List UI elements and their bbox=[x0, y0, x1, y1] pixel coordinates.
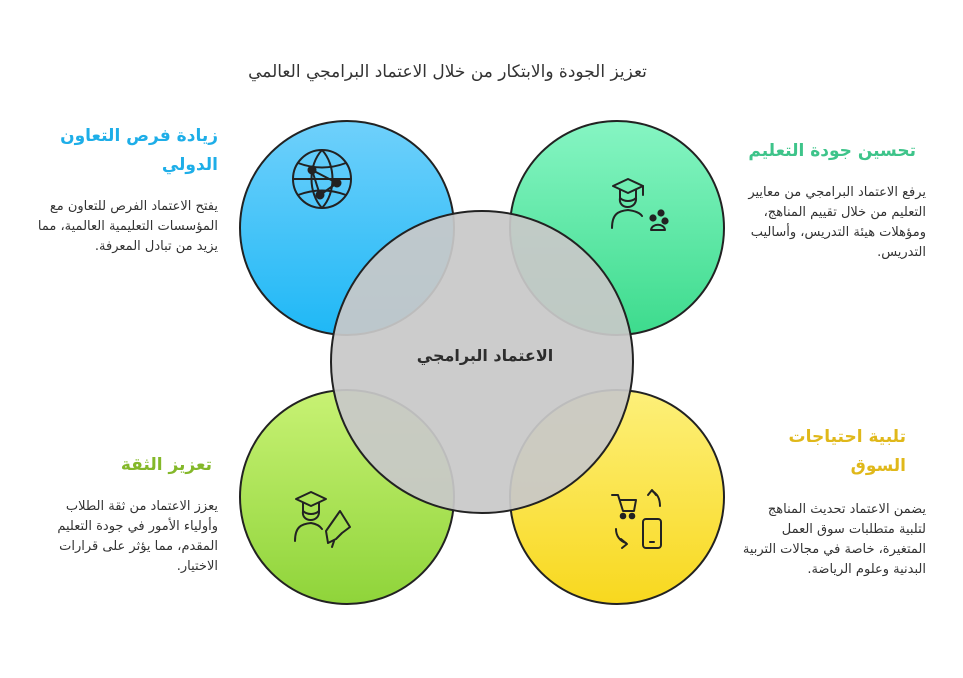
center-label: الاعتماد البرامجي bbox=[416, 346, 554, 365]
section-body-cooperation: يفتح الاعتماد الفرص للتعاون مع المؤسسات … bbox=[37, 199, 218, 254]
section-body-trust: يعزز الاعتماد من ثقة الطلاب وأولياء الأم… bbox=[57, 499, 218, 574]
section-title-quality: تحسين جودة التعليم bbox=[748, 141, 916, 161]
section-title-trust: تعزيز الثقة bbox=[120, 455, 212, 475]
section-title-cooperation: زيادة فرص التعاون الدولي bbox=[60, 126, 218, 175]
globe-network-icon bbox=[292, 149, 352, 209]
graduate-student-icon bbox=[611, 178, 669, 231]
section-title-market: تلبية احتياجات السوق bbox=[788, 427, 907, 476]
circle-center bbox=[330, 210, 634, 514]
page-title: تعزيز الجودة والابتكار من خلال الاعتماد … bbox=[248, 62, 647, 82]
cart-mobile-exchange-icon bbox=[611, 489, 662, 549]
section-body-market: يضمن الاعتماد تحديث المناهج لتلبية متطلب… bbox=[742, 502, 926, 577]
section-body-quality: يرفع الاعتماد البرامجي من معايير التعليم… bbox=[748, 185, 926, 260]
graduate-trust-icon bbox=[294, 491, 351, 548]
